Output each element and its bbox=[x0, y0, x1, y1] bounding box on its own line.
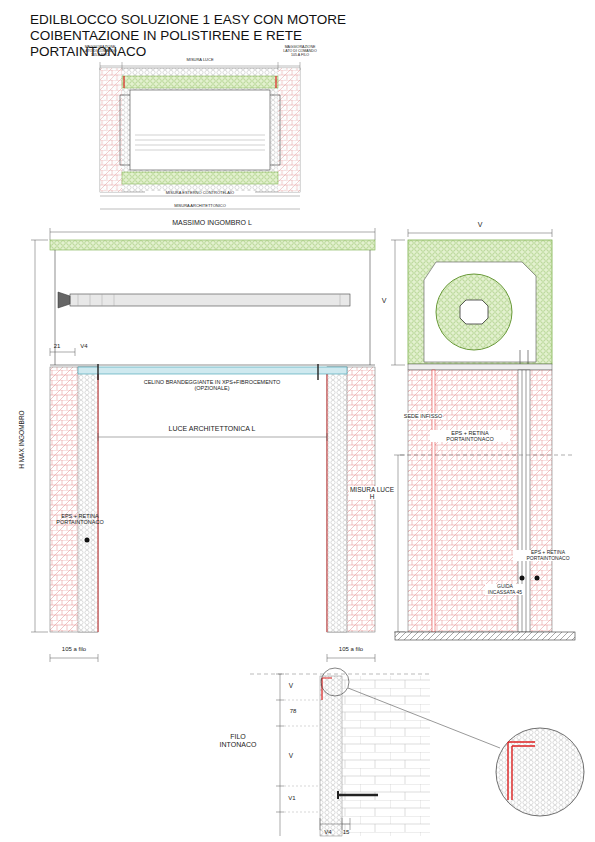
dimension-label: 21 bbox=[50, 343, 64, 350]
dimension-label: MISURA ARCHITETTONICO bbox=[145, 204, 255, 208]
dimension-label: SEDE INFISSO bbox=[403, 413, 443, 419]
title: EDILBLOCCO SOLUZIONE 1 EASY CON MOTORE C… bbox=[30, 12, 360, 61]
side-view bbox=[391, 229, 575, 640]
dimension-label: EPS + RETINA PORTAINTONACO bbox=[513, 550, 583, 561]
dimension-label: GUIDA INCASSATA 45 bbox=[485, 584, 525, 595]
dimension-label: V1 bbox=[286, 795, 298, 802]
dimension-label: LUCE ARCHITETTONICA L bbox=[152, 425, 272, 433]
dimension-label: V bbox=[378, 297, 390, 305]
dimension-label: MASSIMO INGOMBRO L bbox=[152, 219, 272, 227]
dimension-label: V bbox=[286, 682, 296, 689]
detail-view bbox=[250, 668, 584, 836]
dimension-label: V bbox=[286, 752, 296, 759]
dimension-label: CELINO BRANDEGGIANTE IN XPS+FIBROCEMENTO… bbox=[137, 379, 287, 391]
dimension-label: EPS + RETINA PORTAINTONACO bbox=[430, 430, 510, 442]
dimension-label: MAGGIORAZIONE LATO DI COMANDO 105 A FILO bbox=[80, 46, 120, 58]
dimension-label: H MAX INGOMBRO bbox=[18, 400, 25, 480]
plan-view bbox=[100, 62, 300, 209]
dimension-label: V4 bbox=[77, 343, 91, 350]
dimension-label: V bbox=[472, 221, 488, 229]
dimension-label: 105 a filo bbox=[51, 646, 97, 653]
front-view bbox=[31, 228, 375, 662]
dimension-label: MISURA LUCE H bbox=[349, 486, 395, 500]
dimension-label: 15 bbox=[340, 829, 352, 836]
dimension-label: MISURA LUCE bbox=[170, 58, 230, 62]
dimension-label: EPS + RETINA PORTAINTONACO bbox=[40, 513, 120, 525]
dimension-label: FILO INTONACO bbox=[216, 733, 260, 748]
dimension-label: 105 a filo bbox=[328, 646, 374, 653]
dimension-label: 78 bbox=[286, 708, 300, 715]
dimension-label: MISURA ESTERNO CONTROTELAIO bbox=[145, 191, 255, 195]
dimension-label: V4 bbox=[321, 829, 335, 836]
dimension-label: MAGGIORAZIONE LATO DI COMANDO 105 A FILO bbox=[280, 46, 320, 58]
